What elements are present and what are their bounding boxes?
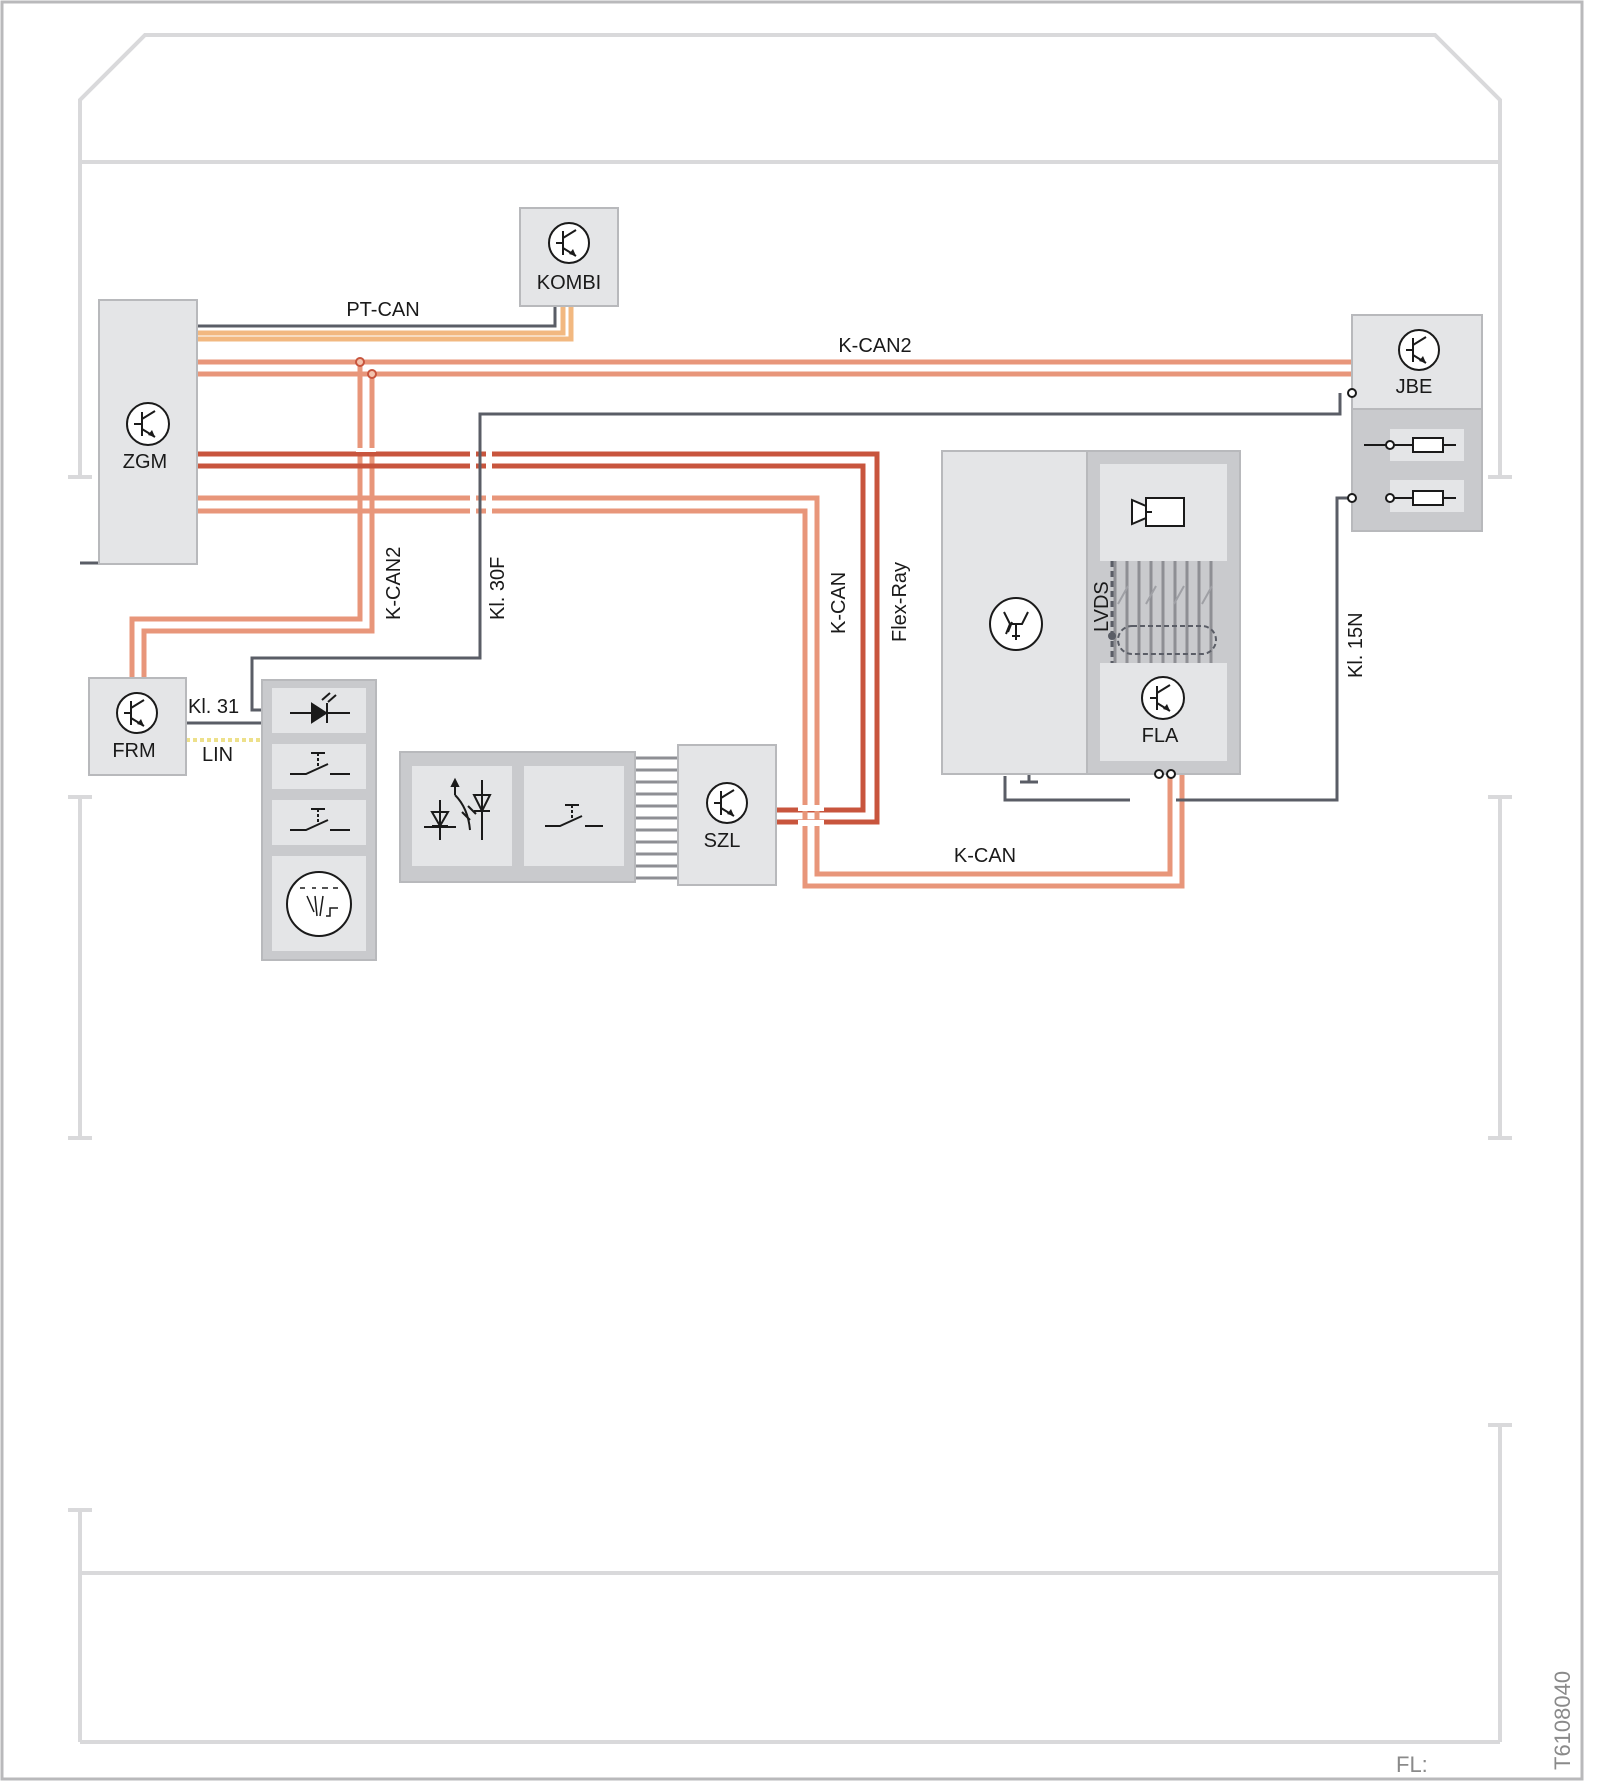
kl-15n-label: Kl. 15N: [1345, 612, 1367, 678]
zgm-label: ZGM: [123, 451, 167, 473]
rain-light-sensor-icon: [286, 871, 352, 937]
k-can2-frm-wire-a: [129, 362, 363, 678]
kombi-label: KOMBI: [537, 272, 601, 294]
fuse-icon: [1412, 490, 1444, 506]
kombi-module[interactable]: KOMBI: [519, 207, 619, 307]
kl-31-label: Kl. 31: [188, 696, 239, 718]
k-can-vertical-label: K-CAN: [828, 572, 850, 634]
lvds-cable: [1113, 561, 1213, 663]
switch-block[interactable]: [261, 679, 377, 961]
jbe-fuse-box: [1351, 408, 1483, 532]
zgm-module[interactable]: ZGM: [98, 299, 198, 565]
k-can2-frm-wire-b: [141, 374, 375, 678]
frm-module[interactable]: FRM: [88, 677, 187, 776]
pt-can-wire-dark: [197, 306, 557, 328]
camera-icon: [1131, 497, 1185, 527]
fla-label: FLA: [1142, 725, 1179, 747]
flex-ray-label: Flex-Ray: [889, 562, 911, 642]
fuse-icon: [1412, 437, 1444, 453]
k-can-wire-b: [197, 508, 1185, 889]
transistor-icon: [1398, 329, 1440, 371]
fl-label: FL:: [1396, 1752, 1428, 1777]
push-switch-icon: [545, 804, 603, 827]
frm-label: FRM: [112, 740, 155, 762]
transistor-icon: [126, 402, 170, 446]
outline-front-roof: [78, 33, 1502, 162]
k-can-bottom-label: K-CAN: [954, 845, 1016, 867]
led-icon: [290, 692, 350, 724]
transistor-icon: [1141, 676, 1185, 720]
camera-fla-assembly[interactable]: LVDS FLA: [941, 450, 1241, 779]
k-can-wire-a: [197, 495, 1173, 877]
push-switch-icon: [290, 752, 350, 775]
szl-module[interactable]: SZL: [677, 744, 777, 886]
pt-can-label: PT-CAN: [346, 299, 419, 321]
szl-switch-unit[interactable]: [399, 751, 636, 883]
fla-ground-wire: [1003, 776, 1130, 802]
pt-can-wire-a: [197, 306, 566, 336]
transistor-icon: [548, 222, 590, 264]
lvds-label: LVDS: [1091, 581, 1113, 632]
transistor-icon: [116, 692, 158, 734]
wires: [80, 306, 1370, 889]
szl-label: SZL: [704, 830, 741, 852]
kl-15n-wire: [1176, 496, 1352, 802]
k-can2-vertical-label: K-CAN2: [383, 547, 405, 620]
jbe-module[interactable]: JBE: [1347, 314, 1483, 532]
junction-dots: [355, 357, 377, 379]
figure-id: T6108040: [1550, 1671, 1575, 1770]
szl-cable-bundle: [635, 756, 678, 880]
transistor-icon: [706, 782, 748, 824]
jbe-label: JBE: [1396, 376, 1433, 398]
kl-30f-label: Kl. 30F: [487, 557, 509, 620]
lin-label: LIN: [202, 744, 233, 766]
flex-ray-wire-a: [197, 451, 880, 825]
crossing-gaps: [356, 448, 824, 826]
optocoupler-icon: [424, 777, 492, 840]
push-switch-icon: [290, 808, 350, 831]
kl-30f-wire: [250, 393, 1342, 712]
pt-can-wire-b: [197, 306, 574, 342]
k-can2-top-label: K-CAN2: [838, 335, 911, 357]
zgm-ground-wire: [80, 552, 102, 565]
lvds-shield: [1117, 625, 1217, 655]
vehicle-outline: [68, 33, 1512, 1744]
